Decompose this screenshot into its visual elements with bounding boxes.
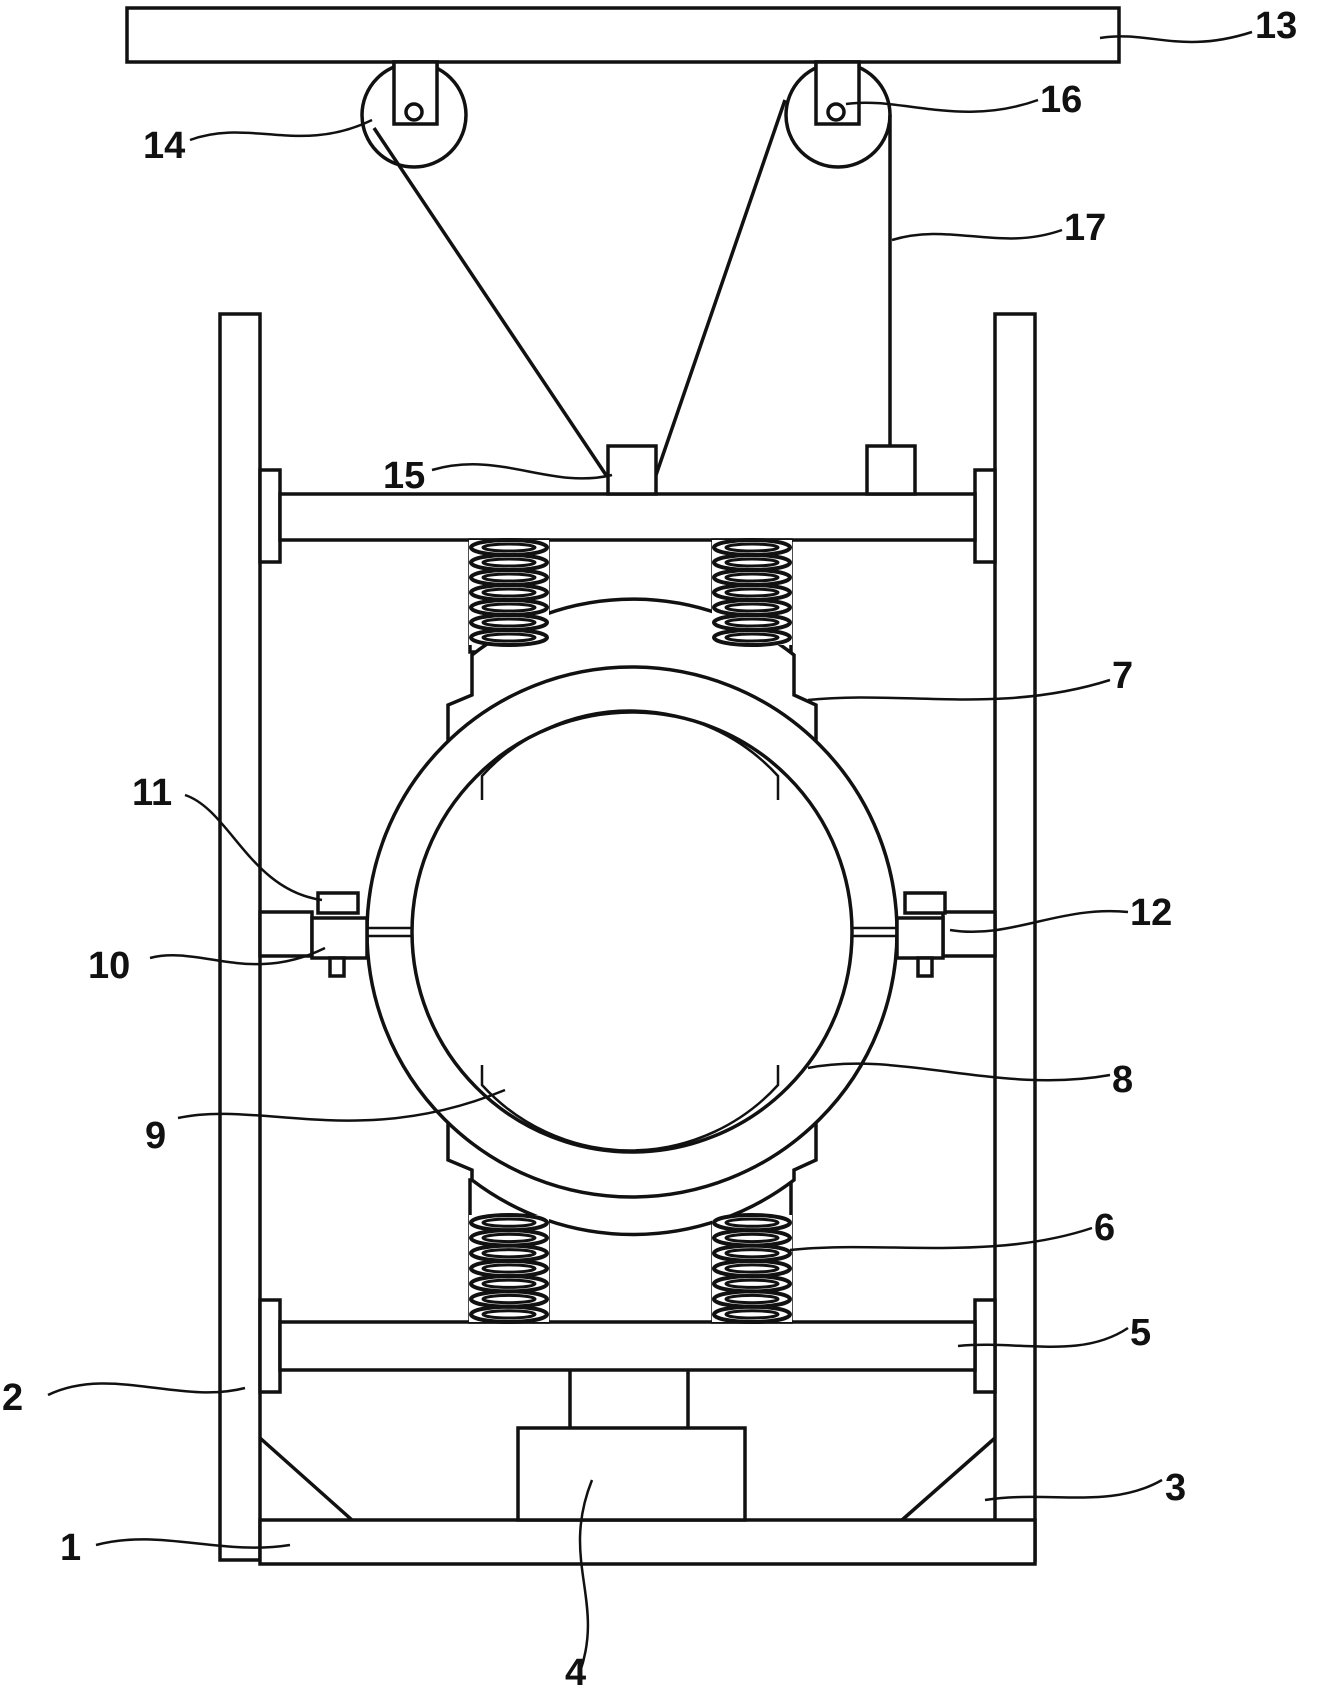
leader-13 [1099,30,1253,44]
clamp-ring-inner [410,710,854,1154]
label-11: 11 [132,772,172,814]
spring-lower-left [469,1213,549,1325]
leader-2 [47,1382,246,1397]
label-6: 6 [1094,1207,1115,1249]
lower-beam-left-flange [258,1298,282,1394]
left-bolt-shank [328,956,346,978]
label-5: 5 [1130,1312,1151,1354]
rope-anchor-block-15 [606,444,658,496]
upper-crossbeam [278,492,977,542]
leader-5 [957,1326,1129,1348]
upper-liner [480,709,780,800]
left-clamp-ear [310,916,369,960]
upper-beam-right-flange [973,468,997,564]
leader-14 [189,118,373,142]
lower-crossbeam [278,1320,977,1372]
pulley-14-axle [404,102,424,122]
leader-8 [807,1062,1111,1082]
left-upright [218,312,262,1562]
leader-16 [845,98,1039,113]
right-clamp-ear [895,916,945,960]
base-plate [258,1518,1037,1566]
left-gusset [258,1436,354,1522]
leader-10 [149,946,326,966]
leader-17 [891,228,1063,242]
spring-upper-right [712,538,792,647]
label-2: 2 [2,1377,23,1419]
rope-16-left [653,99,787,479]
spring-upper-left [469,538,549,647]
label-13: 13 [1255,5,1297,47]
leader-15 [431,463,613,480]
springs [469,538,792,1325]
label-8: 8 [1112,1059,1133,1101]
label-3: 3 [1165,1467,1186,1509]
upper-beam-left-flange [258,468,282,564]
leader-1 [95,1538,291,1549]
leader-9 [177,1088,506,1122]
actuator-body [516,1426,747,1522]
rope-anchor-block-17 [865,444,917,496]
leader-4 [578,1479,594,1673]
ceiling-beam [125,6,1121,64]
right-gusset [900,1436,997,1522]
right-bolt-shank [916,956,934,978]
leader-7 [807,678,1111,702]
leader-11 [184,793,323,902]
label-17: 17 [1064,207,1106,249]
label-1: 1 [60,1527,81,1569]
label-15: 15 [383,455,425,497]
label-12: 12 [1130,892,1172,934]
lower-liner [480,1065,780,1152]
pulley-16-axle [826,102,846,122]
spring-lower-right [712,1213,792,1325]
label-16: 16 [1040,79,1082,121]
right-upright [993,312,1037,1562]
right-bolt-head [903,891,947,915]
leader-6 [789,1226,1093,1252]
leader-12 [949,909,1129,934]
leader-3 [984,1478,1163,1502]
left-clamp-block [258,910,314,958]
right-clamp-block [941,910,997,958]
left-bolt-head [316,891,360,915]
rope-14 [372,127,608,476]
label-14: 14 [143,125,185,167]
label-10: 10 [88,945,130,987]
label-4: 4 [565,1652,586,1689]
label-7: 7 [1112,655,1133,697]
label-9: 9 [145,1115,166,1157]
